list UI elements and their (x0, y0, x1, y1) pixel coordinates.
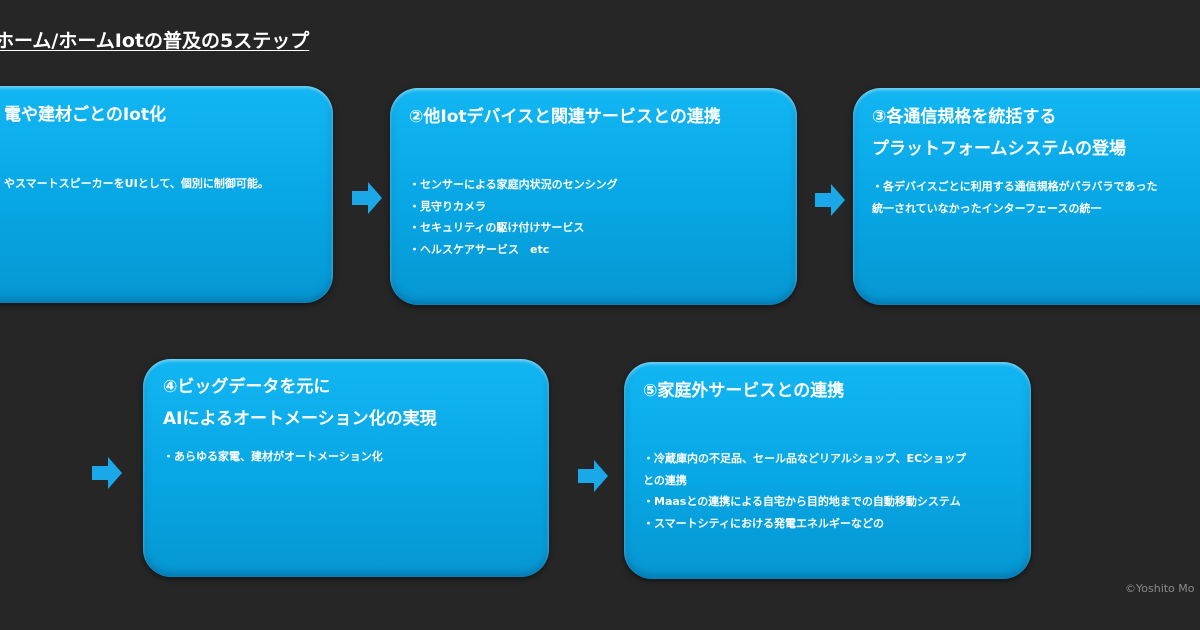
step-3-heading: ③各通信規格を統括する プラットフォームシステムの登場 (872, 101, 1126, 165)
step-4-card: ④ビッグデータを元に AIによるオートメーション化の実現 ・あらゆる家電、建材が… (143, 359, 549, 577)
step-3-item: 統一されていなかったインターフェースの統一 (872, 201, 1102, 215)
step-4-heading-line: ④ビッグデータを元に (163, 377, 331, 397)
step-5-heading-line: ⑤家庭外サービスとの連携 (643, 381, 845, 401)
copyright-credit: ©Yoshito Mo (1125, 582, 1195, 595)
step-1-item: やスマートスピーカーをUIとして、個別に制御可能。 (4, 177, 269, 190)
step-4-heading: ④ビッグデータを元に AIによるオートメーション化の実現 (163, 371, 437, 435)
step-5-card: ⑤家庭外サービスとの連携 ・冷蔵庫内の不足品、セール品などリアルショップ、ECシ… (624, 362, 1031, 579)
step-2-item: ・セキュリティの駆け付けサービス (409, 221, 585, 234)
step-4-item: ・あらゆる家電、建材がオートメーション化 (163, 450, 383, 463)
step-5-item: ・Maasとの連携による自宅から目的地までの自動移動システム (643, 495, 961, 508)
arrow-right-icon (92, 457, 122, 489)
step-1-heading-line: 電や建材ごとのIot化 (4, 105, 166, 125)
step-4-body: ・あらゆる家電、建材がオートメーション化 (163, 446, 383, 468)
step-5-item: ・冷蔵庫内の不足品、セール品などリアルショップ、ECショップ (643, 452, 967, 465)
step-1-card: 電や建材ごとのIot化 やスマートスピーカーをUIとして、個別に制御可能。 (0, 86, 333, 303)
step-3-heading-line: プラットフォームシステムの登場 (872, 139, 1126, 159)
step-1-heading: 電や建材ごとのIot化 (4, 99, 166, 131)
step-2-card: ②他Iotデバイスと関連サービスとの連携 ・センサーによる家庭内状況のセンシング… (390, 88, 797, 305)
step-4-heading-line: AIによるオートメーション化の実現 (163, 409, 437, 429)
step-2-item: ・見守りカメラ (409, 199, 486, 213)
step-1-body: やスマートスピーカーをUIとして、個別に制御可能。 (4, 173, 269, 195)
step-2-item: ・ヘルスケアサービス etc (409, 242, 550, 256)
step-5-item: との連携 (643, 473, 687, 487)
step-3-card: ③各通信規格を統括する プラットフォームシステムの登場 ・各デバイスごとに利用す… (853, 88, 1200, 305)
arrow-right-icon (815, 184, 845, 216)
step-2-body: ・センサーによる家庭内状況のセンシング ・見守りカメラ ・セキュリティの駆け付け… (409, 174, 618, 260)
step-3-body: ・各デバイスごとに利用する通信規格がバラバラであった 統一されていなかったインタ… (872, 176, 1157, 219)
step-2-item: ・センサーによる家庭内状況のセンシング (409, 178, 618, 191)
arrow-right-icon (352, 182, 382, 214)
page-title: トホーム/ホームIotの普及の5ステップ (0, 30, 310, 52)
step-2-heading: ②他Iotデバイスと関連サービスとの連携 (409, 101, 721, 133)
step-3-item: ・各デバイスごとに利用する通信規格がバラバラであった (872, 180, 1158, 193)
step-2-heading-line: ②他Iotデバイスと関連サービスとの連携 (409, 107, 721, 127)
step-5-body: ・冷蔵庫内の不足品、セール品などリアルショップ、ECショップ との連携 ・Maa… (643, 448, 966, 534)
step-3-heading-line: ③各通信規格を統括する (872, 107, 1057, 127)
step-5-heading: ⑤家庭外サービスとの連携 (643, 375, 844, 407)
arrow-right-icon (578, 460, 608, 492)
step-5-item: ・スマートシティにおける発電エネルギーなどの (643, 516, 885, 530)
